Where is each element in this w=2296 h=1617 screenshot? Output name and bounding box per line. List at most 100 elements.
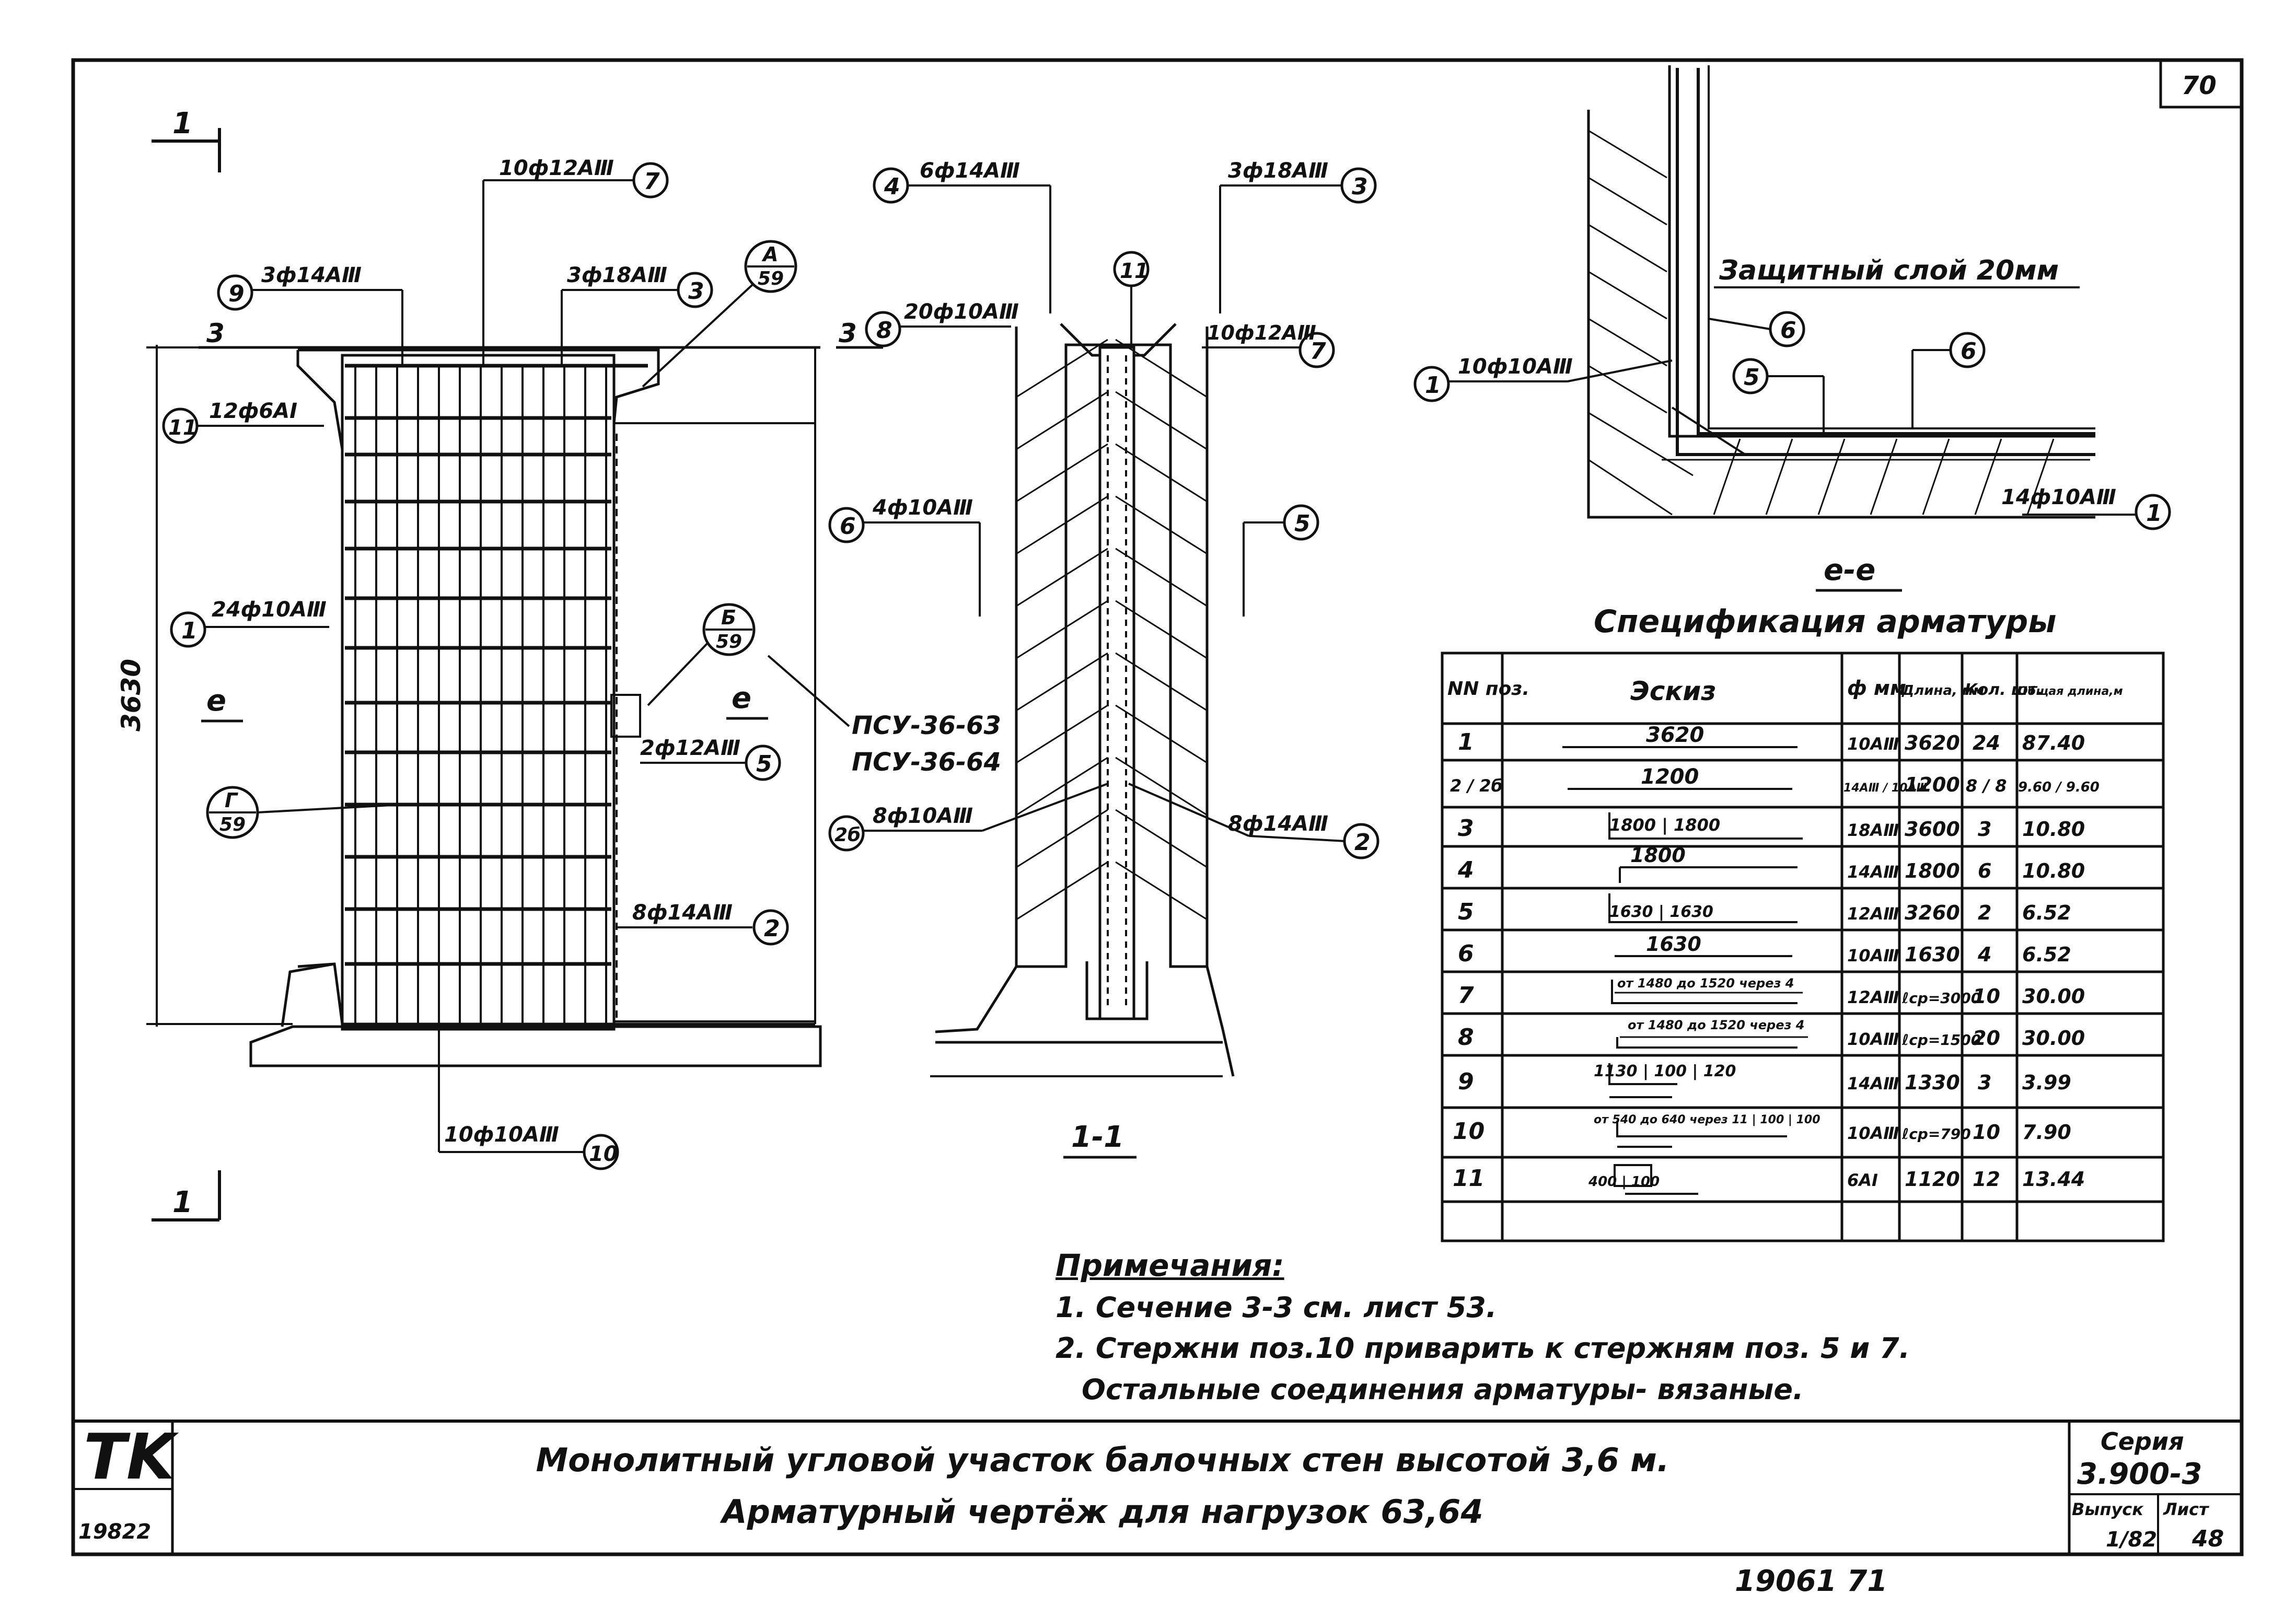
row-qty: 6 [1978,859,1991,882]
drawing-title-line2: Арматурный чертёж для нагрузок 63,64 [722,1493,1483,1531]
row-pos: 11 [1453,1165,1485,1192]
s11-callout-pos-2: 2 [1354,829,1371,856]
section-e-right: е [732,681,751,715]
row-sketch: от 1480 до 1520 через 4 [1628,1018,1805,1032]
callout-pos-5: 5 [756,751,772,777]
title-block-text: Монолитный угловой участок балочных стен… [172,1434,2033,1538]
row-pos: 4 [1457,857,1474,883]
row-total: 9.60 / 9.60 [2018,780,2100,795]
row-dia: 10АⅢ [1847,734,1899,754]
note-item: Остальные соединения арматуры- вязаные. [1082,1372,1804,1406]
section-e-left: е [206,684,226,718]
row-length: 1330 [1905,1071,1960,1094]
row-length: ℓср=790 [1901,1125,1971,1143]
ee-callout-label-1-top: 10ф10АⅢ [1458,355,1573,379]
ee-callout-label-1-bottom: 14ф10АⅢ [2001,485,2116,509]
row-pos: 9 [1458,1068,1474,1095]
table-row: 2 / 2б 1200 14АⅢ / 10АⅢ 1200 8 / 8 9.60 … [1450,765,2100,796]
table-row: 4 1800 14АⅢ 1800 6 10.80 [1457,844,2085,883]
table-row: 10 от 540 до 640 через 11 | 100 | 100 10… [1453,1113,2071,1148]
series-value: 3.900-3 [2077,1457,2202,1491]
hdr-qty: Кол. шт. [1965,681,2043,699]
row-length: 1800 [1905,859,1960,882]
s11-callout-label-8: 20ф10АⅢ [904,300,1019,324]
callout-pos-2: 2 [764,915,780,942]
sheet-frame [71,58,2244,1556]
section-1-1-caption: 1-1 [1071,1120,1124,1154]
row-sketch: 1130 | 100 | 120 [1594,1062,1736,1080]
row-dia: 14АⅢ / 10АⅢ [1843,782,1927,795]
spec-table-grid [1441,652,2165,1242]
callout-label-5: 2ф12АⅢ [640,736,740,760]
s11-callout-label-6: 4ф10АⅢ [872,496,973,520]
section-mark-bottom: 1 [172,1185,193,1219]
bottom-stamp: 19061 71 [1735,1564,1887,1598]
s11-callout-pos-11: 11 [1120,259,1149,283]
s11-callout-pos-6: 6 [840,513,856,540]
callout-pos-10: 10 [589,1142,618,1166]
row-sketch: 3620 [1646,723,1704,747]
table-row: 5 1630 | 1630 12АⅢ 3260 2 6.52 [1458,893,2071,925]
s11-callout-label-4: 6ф14АⅢ [920,159,1020,183]
sheet-number-box [2159,59,2243,109]
row-total: 7.90 [2022,1121,2071,1144]
row-total: 10.80 [2022,818,2085,841]
panel-mark-64: ПСУ-36-64 [852,748,1001,777]
row-pos: 10 [1453,1118,1485,1145]
hdr-dia: ф мм [1847,677,1906,700]
row-total: 87.40 [2022,731,2085,754]
note-item: 1. Сечение 3-3 см. лист 53. [1056,1291,1497,1324]
s11-callout-pos-8: 8 [876,317,892,344]
row-length: 3620 [1905,731,1960,754]
notes-block: Примечания: 1. Сечение 3-3 см. лист 53. … [1056,1243,1910,1410]
ee-callout-pos-1-top: 1 [1425,372,1441,399]
row-sketch: 1200 [1641,765,1699,789]
row-dia: 12АⅢ [1847,904,1899,924]
row-total: 3.99 [2022,1071,2071,1094]
s11-callout-label-7: 10ф12АⅢ [1207,321,1316,344]
callout-pos-11: 11 [168,416,198,440]
s11-callout-label-2: 8ф14АⅢ [1228,812,1328,836]
ee-callout-pos-6b: 6 [1961,338,1977,365]
row-qty: 10 [1973,1121,2000,1144]
row-length: 1630 [1905,943,1960,966]
s11-callout-pos-7: 7 [1310,338,1326,365]
detail-ref-b-letter: Б [721,606,736,629]
detail-ref-a-sheet: 59 [758,268,784,289]
callout-pos-1: 1 [181,618,198,644]
callout-label-11: 12ф6АI [209,399,297,423]
row-qty: 3 [1978,818,1991,841]
row-qty: 8 / 8 [1966,776,2007,796]
row-dia: 12АⅢ [1847,987,1899,1007]
row-dia: 10АⅢ [1847,1123,1899,1143]
protective-layer-label: Защитный слой 20мм [1719,255,2059,286]
inventory-number: 19822 [78,1520,151,1544]
hdr-pos: NN поз. [1447,678,1529,700]
table-row: 6 1630 10АⅢ 1630 4 6.52 [1458,933,2071,967]
callout-label-1: 24ф10АⅢ [212,598,327,622]
row-dia: 10АⅢ [1847,1029,1899,1049]
callout-label-7: 10ф12АⅢ [499,156,614,180]
s11-callout-pos-4: 4 [884,173,900,200]
row-sketch: 1630 | 1630 [1609,903,1713,921]
row-length: 3600 [1905,818,1960,841]
row-length: 1200 [1905,773,1960,796]
panel-mark-63: ПСУ-36-63 [852,711,1001,740]
callout-pos-7: 7 [644,168,660,195]
drawing-title-line1: Монолитный угловой участок балочных стен… [536,1441,1669,1479]
section-1-1: 3 4 6ф14АⅢ 3 3ф18АⅢ 8 20ф10АⅢ 7 10ф12АⅢ … [828,159,1379,1159]
hdr-length: Длина, мм [1901,683,1984,699]
callout-pos-9: 9 [228,281,245,307]
detail-ref-g-sheet: 59 [219,814,246,835]
hdr-total: Общая длина,м [2018,685,2123,698]
table-row: 7 от 1480 до 1520 через 4 12АⅢ ℓср=3000 … [1458,976,2085,1009]
sheet-number: 70 [2182,71,2217,100]
table-row: 1 3620 10АⅢ 3620 24 87.40 [1458,723,2085,755]
section-e-e: Защитный слой 20мм 1 10ф10АⅢ 6 5 6 1 14ф… [1413,65,2171,592]
row-total: 30.00 [2022,1027,2085,1050]
front-view: 1 1 3630 3 [116,107,1001,1222]
row-qty: 10 [1973,985,2000,1008]
tk-logo: TK [84,1421,179,1494]
ee-callout-pos-6a: 6 [1780,317,1796,344]
